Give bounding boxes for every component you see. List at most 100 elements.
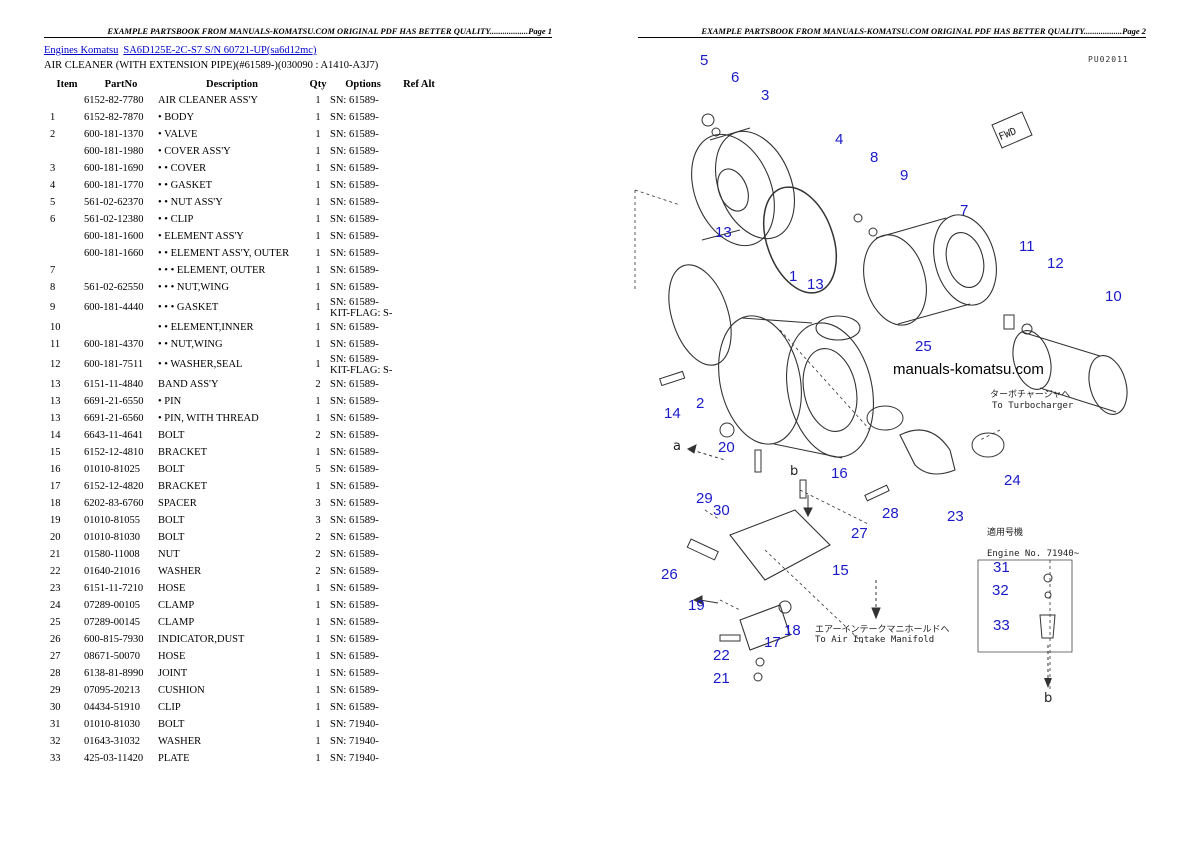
- cell-description: BAND ASS'Y: [158, 379, 219, 390]
- breadcrumb-link-model[interactable]: SA6D125E-2C-S7 S/N 60721-UP(sa6d12mc): [123, 45, 317, 56]
- cell-description: WASHER: [158, 566, 202, 577]
- callout-22: 22: [713, 647, 730, 664]
- cell-qty: 1: [315, 447, 321, 458]
- callout-27: 27: [851, 525, 868, 542]
- cell-qty: 2: [315, 549, 321, 560]
- cell-qty: 1: [315, 685, 321, 696]
- clamp-25: [866, 405, 904, 431]
- cell-partno: 561-02-62370: [84, 197, 144, 208]
- cell-description: • • ELEMENT,INNER: [158, 322, 254, 333]
- cell-description: BOLT: [158, 515, 185, 526]
- cell-description: • PIN: [158, 396, 182, 407]
- cell-partno: 6691-21-6560: [84, 413, 144, 424]
- cell-description: • • COVER: [158, 163, 207, 174]
- band-part: [668, 264, 732, 366]
- cell-options: SN: 61589-: [330, 447, 379, 458]
- callout-28: 28: [882, 505, 899, 522]
- cell-refalt: [396, 546, 442, 563]
- callout-15: 15: [832, 562, 849, 579]
- callout-30: 30: [713, 502, 730, 519]
- cell-refalt: [396, 597, 442, 614]
- cell-description: • VALVE: [158, 129, 198, 140]
- cell-item: 19: [50, 515, 61, 526]
- cell-description: • ELEMENT ASS'Y: [158, 231, 244, 242]
- cell-partno: 6691-21-6550: [84, 396, 144, 407]
- cell-item: 5: [50, 197, 56, 208]
- cell-options: SN: 61589-: [330, 112, 379, 123]
- callout-19: 19: [688, 597, 705, 614]
- cell-item: 7: [50, 265, 56, 276]
- cell-refalt: [396, 376, 442, 393]
- cell-item: 3: [50, 163, 56, 174]
- cell-description: HOSE: [158, 583, 186, 594]
- cell-item: 27: [50, 651, 61, 662]
- cell-item: 31: [50, 719, 61, 730]
- cell-description: CLAMP: [158, 617, 195, 628]
- cell-qty: 1: [315, 129, 321, 140]
- callout-5: 5: [700, 52, 708, 69]
- cell-item: 1: [50, 112, 56, 123]
- cell-description: BOLT: [158, 430, 185, 441]
- cell-refalt: [396, 353, 442, 376]
- cover-part: [691, 127, 795, 247]
- cell-qty: 1: [315, 282, 321, 293]
- cell-options: SN: 61589-: [330, 248, 379, 259]
- cell-item: 32: [50, 736, 61, 747]
- cell-partno: 600-181-1600: [84, 231, 144, 242]
- cell-item: 33: [50, 753, 61, 764]
- cell-description: • BODY: [158, 112, 195, 123]
- callout-24: 24: [1004, 472, 1021, 489]
- cell-refalt: [396, 336, 442, 353]
- callout-12: 12: [1047, 255, 1064, 272]
- table-header-row: Item PartNo Description Qty Options Ref …: [44, 77, 442, 92]
- cell-options: SN: 61589-: [330, 651, 379, 662]
- parts-diagram: PU02011 FWD: [634, 52, 1128, 706]
- cell-partno: 600-181-1770: [84, 180, 144, 191]
- cell-options: SN: 71940-: [330, 753, 379, 764]
- cell-description: • • NUT,WING: [158, 339, 223, 350]
- cell-item: 10: [50, 322, 61, 333]
- cell-refalt: [396, 393, 442, 410]
- cell-item: [44, 92, 84, 109]
- cell-partno: 01010-81030: [84, 719, 140, 730]
- cell-partno: 425-03-11420: [84, 753, 144, 764]
- callout-17: 17: [764, 634, 781, 651]
- cell-description: • • CLIP: [158, 214, 194, 225]
- cell-options: SN: 61589-: [330, 197, 379, 208]
- cell-partno: 6151-11-4840: [84, 379, 144, 390]
- cell-item: 30: [50, 702, 61, 713]
- cell-description: CLIP: [158, 702, 181, 713]
- cell-partno: 600-181-4370: [84, 339, 144, 350]
- cell-options: SN: 61589-: [330, 702, 379, 713]
- turbo-jp-label: ターボチャージャへ: [990, 389, 1070, 400]
- cell-options: SN: 61589-: [330, 617, 379, 628]
- callout-23: 23: [947, 508, 964, 525]
- col-header-description: Description: [206, 79, 258, 90]
- cell-options: SN: 61589-: [330, 634, 379, 645]
- cell-item: [44, 143, 84, 160]
- cell-qty: 1: [315, 359, 321, 370]
- cell-description: BOLT: [158, 532, 185, 543]
- manifold-jp-label: エアーインテークマニホールドへ: [815, 624, 949, 635]
- cell-options: SN: 61589-: [330, 129, 379, 140]
- callout-18: 18: [784, 622, 801, 639]
- cell-description: • • ELEMENT ASS'Y, OUTER: [158, 248, 290, 259]
- body-part: [718, 315, 874, 459]
- breadcrumb-link-engines[interactable]: Engines Komatsu: [44, 45, 119, 56]
- page-title: AIR CLEANER (WITH EXTENSION PIPE)(#61589…: [44, 60, 379, 71]
- cell-item: [44, 228, 84, 245]
- cell-item: 20: [50, 532, 61, 543]
- cell-partno: 600-181-1660: [84, 248, 144, 259]
